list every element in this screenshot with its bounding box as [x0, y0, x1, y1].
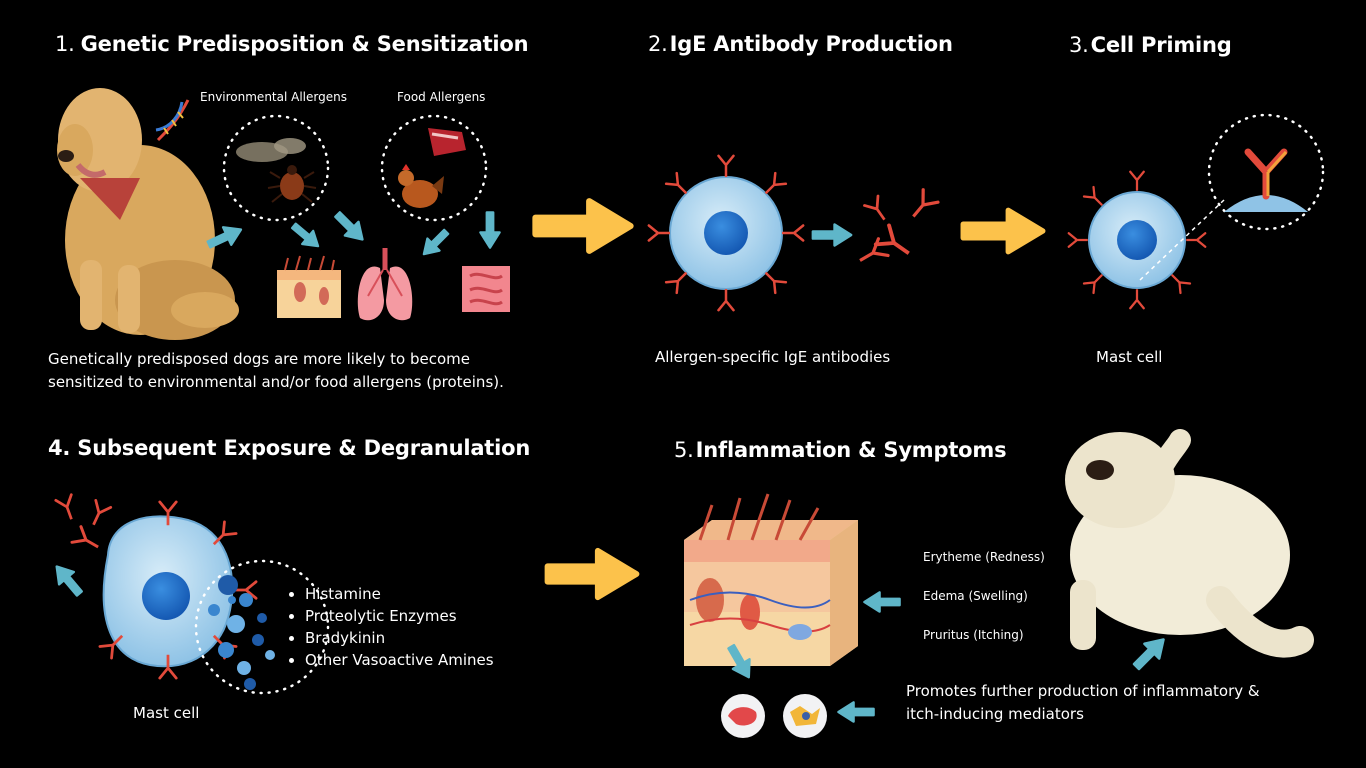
granule [227, 615, 245, 633]
step5-title: 5.Inflammation & Symptoms [674, 438, 1007, 462]
step4-caption: Mast cell [133, 704, 200, 722]
granule [265, 650, 275, 660]
step3-title-text: Cell Priming [1090, 33, 1232, 57]
antibody-icon [759, 171, 788, 200]
antibody-icon [206, 520, 238, 552]
dna-icon [155, 99, 190, 142]
dog-sitting-icon [57, 88, 239, 340]
mediator-list: Histamine Proteolytic Enzymes Bradykinin… [287, 583, 494, 671]
step1-caption: Genetically predisposed dogs are more li… [48, 348, 504, 394]
antibody-icon [717, 154, 735, 177]
food-allergens-label: Food Allergens [397, 90, 486, 104]
antibody-icon [158, 500, 178, 526]
antibody-icon [759, 266, 788, 295]
zoom-circle [1207, 113, 1325, 231]
mediator-item: Bradykinin [305, 627, 494, 649]
antibody-icon [232, 580, 258, 600]
food-allergen-circle [380, 114, 488, 222]
symptom-redness: Erytheme (Redness) [923, 550, 1045, 564]
granule [218, 642, 234, 658]
step2-arrow [811, 223, 853, 247]
promote-caption-line2: itch-inducing mediators [906, 705, 1084, 723]
env-allergen-circle [222, 114, 330, 222]
step1-caption-line1: Genetically predisposed dogs are more li… [48, 350, 470, 368]
antibody-icon [717, 289, 735, 312]
antibody-icon [1186, 232, 1207, 248]
step2-number: 2. [648, 32, 668, 56]
skin-cross-section-icon [684, 493, 858, 666]
step1-title: 1.Genetic Predisposition & Sensitization [55, 32, 529, 56]
antibody-icon [206, 628, 238, 660]
step4-title: 4. Subsequent Exposure & Degranulation [48, 436, 531, 460]
granule [218, 575, 238, 595]
mediator-item: Other Vasoactive Amines [305, 649, 494, 671]
promote-caption: Promotes further production of inflammat… [906, 680, 1260, 726]
symptom-arrow [863, 591, 901, 613]
step5-title-text: Inflammation & Symptoms [695, 438, 1007, 462]
symptom-swelling: Edema (Swelling) [923, 589, 1028, 603]
granule [228, 596, 236, 604]
granules-icon [208, 575, 275, 690]
granule [208, 604, 220, 616]
granule [237, 661, 251, 675]
antibody-icon [1082, 185, 1108, 211]
dog-arrow [1127, 630, 1173, 676]
mast-cell-icon [102, 515, 234, 668]
feedback-arrow [837, 701, 875, 723]
mediator-item: Proteolytic Enzymes [305, 605, 494, 627]
cell-surface-zoom [1224, 195, 1308, 212]
mediator-item: Histamine [305, 583, 494, 605]
dust-icon [236, 138, 306, 162]
intestine-icon [462, 266, 510, 312]
step5-number: 5. [674, 438, 694, 462]
inflammatory-cell-icon [721, 694, 827, 738]
skin-icon [277, 255, 341, 318]
step2-caption: Allergen-specific IgE antibodies [655, 348, 891, 366]
granule [257, 613, 267, 623]
step4-arrow [48, 559, 88, 601]
antibody-icon [1067, 232, 1088, 248]
antibody-icon [647, 224, 670, 242]
step1-number: 1. [55, 32, 75, 56]
antibody-icon [1166, 269, 1192, 295]
env-allergens-label: Environmental Allergens [200, 90, 347, 104]
antibody-icon [158, 654, 178, 680]
antibody-icon [98, 628, 130, 660]
granule [239, 593, 253, 607]
mast-cell-icon [1088, 191, 1186, 289]
step2-title: 2.IgE Antibody Production [648, 32, 953, 56]
granule [252, 634, 264, 646]
antibody-icon [1082, 269, 1108, 295]
antibody-icon [1129, 289, 1145, 310]
symptom-itching: Pruritus (Itching) [923, 628, 1024, 642]
free-antibodies-icon [853, 188, 940, 271]
antibody-icon [1129, 170, 1145, 191]
step3-number: 3. [1069, 33, 1089, 57]
antibody-icon [664, 266, 693, 295]
flow-arrow-1-2 [535, 201, 630, 251]
antibody-icon [664, 171, 693, 200]
allergen-bound-antibodies-icon [54, 493, 113, 557]
dog-scratching-icon [1065, 429, 1314, 658]
step5-arrow-down [721, 640, 759, 684]
step3-caption: Mast cell [1096, 348, 1163, 366]
step1-title-text: Genetic Predisposition & Sensitization [80, 32, 529, 56]
meat-icon [428, 128, 466, 156]
antibody-zoom-icon [1244, 148, 1288, 200]
antibody-icon [647, 154, 805, 312]
mast-cell-icon [669, 176, 783, 290]
lungs-icon [357, 248, 413, 321]
flow-arrow-4-5 [548, 551, 637, 597]
step2-title-text: IgE Antibody Production [669, 32, 953, 56]
antibody-icon [782, 224, 805, 242]
step3-title: 3.Cell Priming [1069, 33, 1232, 57]
chicken-icon [398, 164, 444, 208]
step1-caption-line2: sensitized to environmental and/or food … [48, 373, 504, 391]
flow-arrow-2-3 [963, 210, 1043, 252]
promote-caption-line1: Promotes further production of inflammat… [906, 682, 1260, 700]
granule [244, 678, 256, 690]
tick-icon [267, 165, 317, 203]
